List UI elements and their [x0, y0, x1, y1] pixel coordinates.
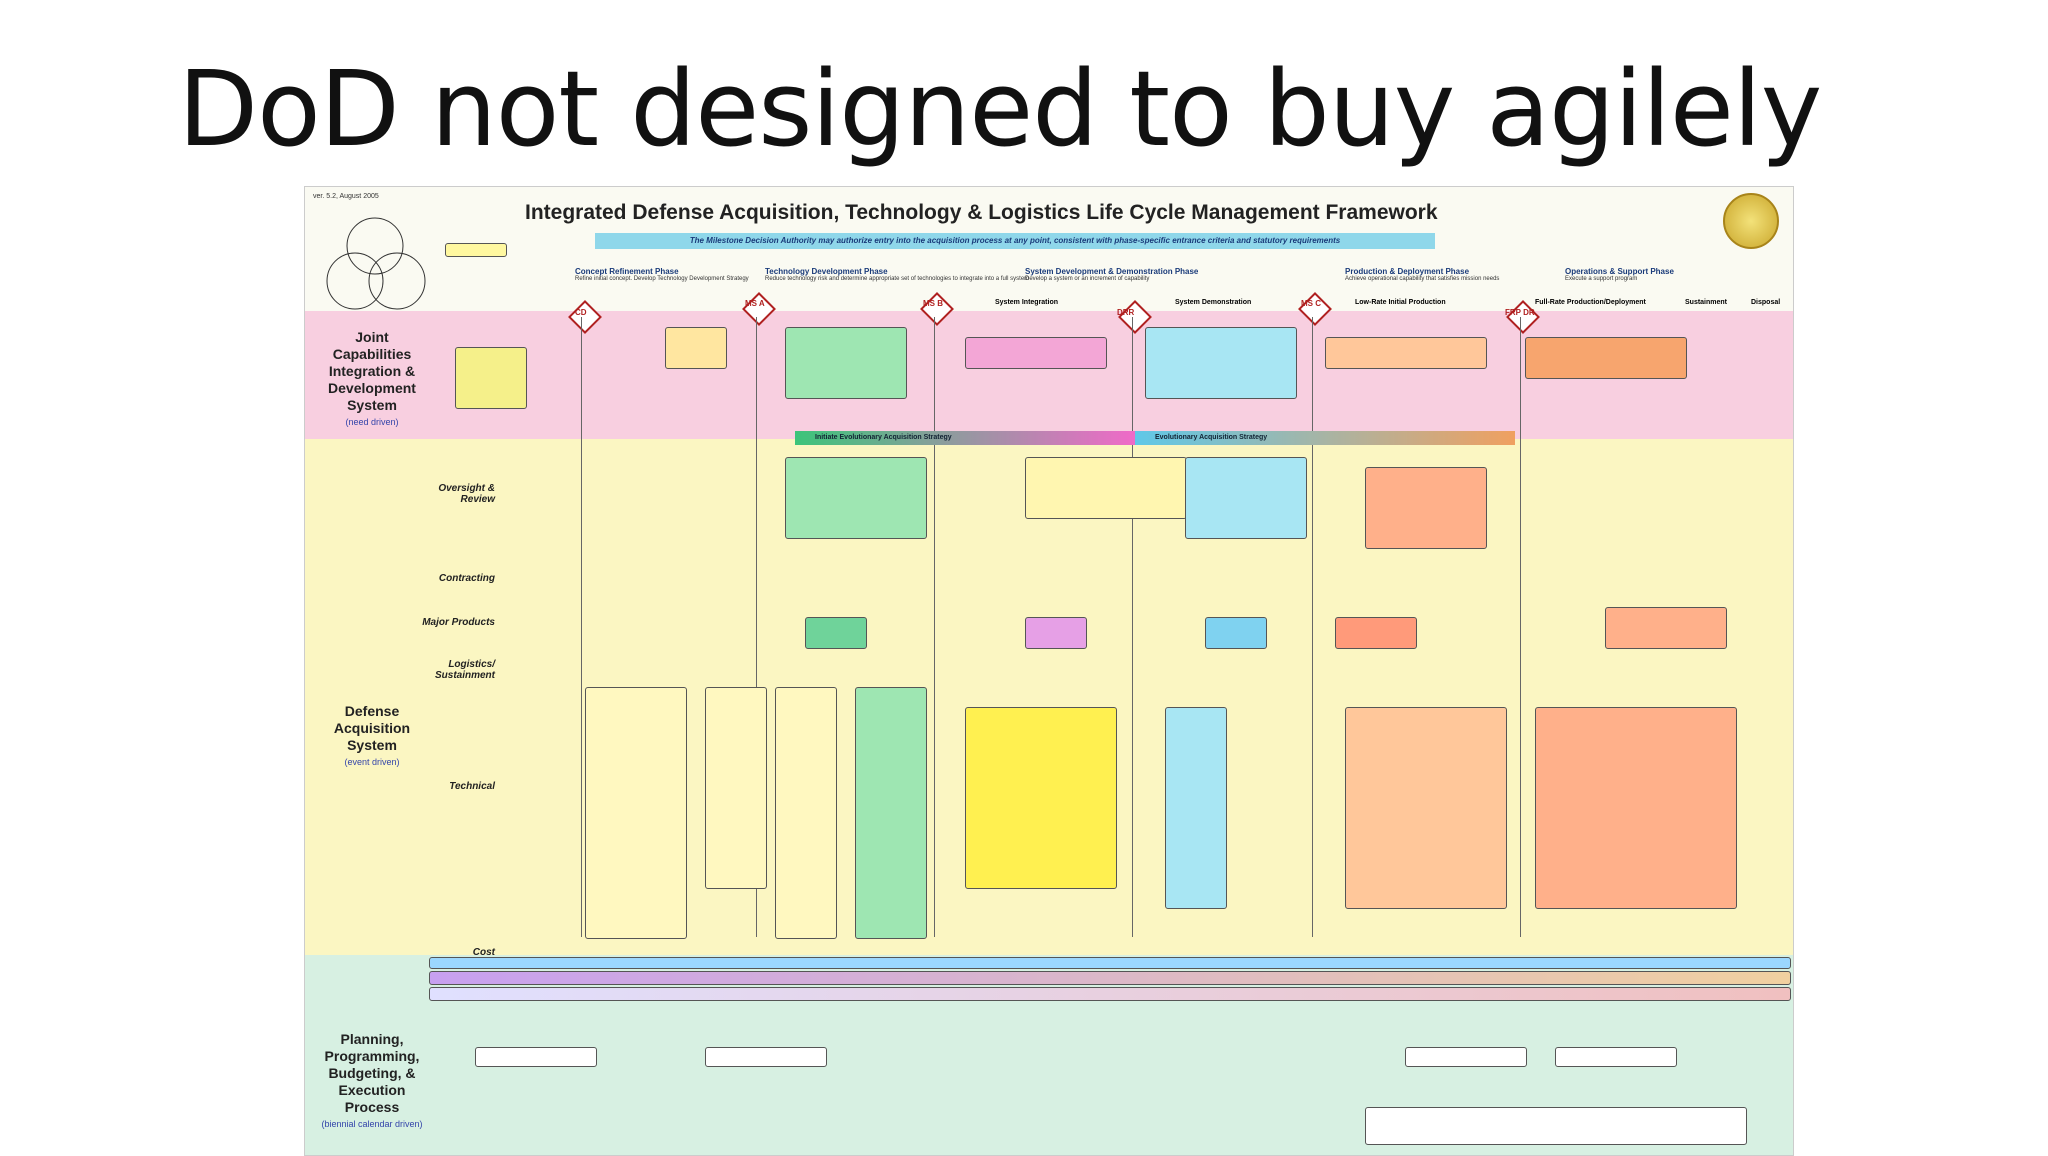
subphase-system-integration: System Integration: [995, 299, 1059, 306]
divider-ms-a: [756, 317, 757, 937]
process-box: [1555, 1047, 1677, 1067]
seal-icon: [1723, 193, 1779, 249]
row-cost: Cost: [472, 947, 495, 958]
divider-ms-c: [1312, 317, 1313, 937]
process-box: [965, 707, 1117, 889]
cost-bar: [429, 957, 1791, 969]
process-box: [445, 243, 507, 257]
row-technical: Technical: [449, 781, 495, 792]
milestone-drr-label: DRR: [1117, 308, 1135, 317]
process-box: [805, 617, 867, 649]
process-box: [775, 687, 837, 939]
process-box: [1345, 707, 1507, 909]
process-box: [1025, 617, 1087, 649]
process-box: [1185, 457, 1307, 539]
milestone-a-label: MS A: [745, 299, 765, 308]
subphase-disposal: Disposal: [1751, 299, 1781, 306]
process-box: [1165, 707, 1227, 909]
milestone-c-label: MS C: [1301, 299, 1321, 308]
jcids-label: Joint Capabilities Integration & Develop…: [328, 329, 416, 427]
das-label: Defense Acquisition System(event driven): [333, 703, 411, 767]
strategy-arrow-initiate: Initiate Evolutionary Acquisition Strate…: [795, 431, 1135, 445]
divider-drr: [1132, 317, 1133, 937]
divider-frp: [1520, 317, 1521, 937]
subphase-lrip: Low-Rate Initial Production: [1355, 299, 1446, 306]
process-box: [1605, 607, 1727, 649]
funding-bar: [429, 971, 1791, 985]
process-box: [1365, 467, 1487, 549]
process-box: [1205, 617, 1267, 649]
process-box: [1535, 707, 1737, 909]
process-box: [1025, 457, 1187, 519]
process-box: [1365, 1107, 1747, 1145]
chart-version: ver. 5.2, August 2005: [313, 193, 379, 200]
venn-diagram: [326, 217, 426, 310]
subphase-frp: Full-Rate Production/Deployment: [1535, 299, 1646, 306]
process-box: [475, 1047, 597, 1067]
process-box: [1405, 1047, 1527, 1067]
chart-title: Integrated Defense Acquisition, Technolo…: [525, 201, 1438, 224]
strategy-arrow-evolutionary: Evolutionary Acquisition Strategy: [1135, 431, 1515, 445]
process-box: [855, 687, 927, 939]
process-box: [665, 327, 727, 369]
row-logistics: Logistics/ Sustainment: [434, 659, 495, 681]
divider-cd: [581, 317, 582, 937]
process-box: [455, 347, 527, 409]
process-box: [585, 687, 687, 939]
milestone-cd-label: CD: [575, 308, 587, 317]
process-box: [1145, 327, 1297, 399]
row-major-products: Major Products: [422, 617, 495, 628]
milestone-frp-label: FRP DR: [1505, 308, 1535, 317]
milestone-b-label: MS B: [923, 299, 943, 308]
phase-system-development: System Development & Demonstration Phase…: [1025, 267, 1199, 282]
funding-bar: [429, 987, 1791, 1001]
process-box: [785, 327, 907, 399]
process-box: [965, 337, 1107, 369]
process-box: [1325, 337, 1487, 369]
process-box: [785, 457, 927, 539]
subphase-sustainment: Sustainment: [1685, 299, 1728, 306]
process-box: [705, 1047, 827, 1067]
divider-ms-b: [934, 317, 935, 937]
acquisition-framework-chart: ver. 5.2, August 2005 Integrated Defense…: [304, 186, 1794, 1156]
process-box: [1525, 337, 1687, 379]
ppbe-label: Planning, Programming, Budgeting, & Exec…: [321, 1031, 423, 1129]
slide-title: DoD not designed to buy agilely: [178, 48, 1822, 170]
subphase-system-demonstration: System Demonstration: [1175, 299, 1252, 306]
row-oversight-review: Oversight & Review: [438, 483, 495, 505]
milestone-note: The Milestone Decision Authority may aut…: [595, 233, 1435, 249]
process-box: [1335, 617, 1417, 649]
row-contracting: Contracting: [438, 573, 495, 584]
process-box: [705, 687, 767, 889]
